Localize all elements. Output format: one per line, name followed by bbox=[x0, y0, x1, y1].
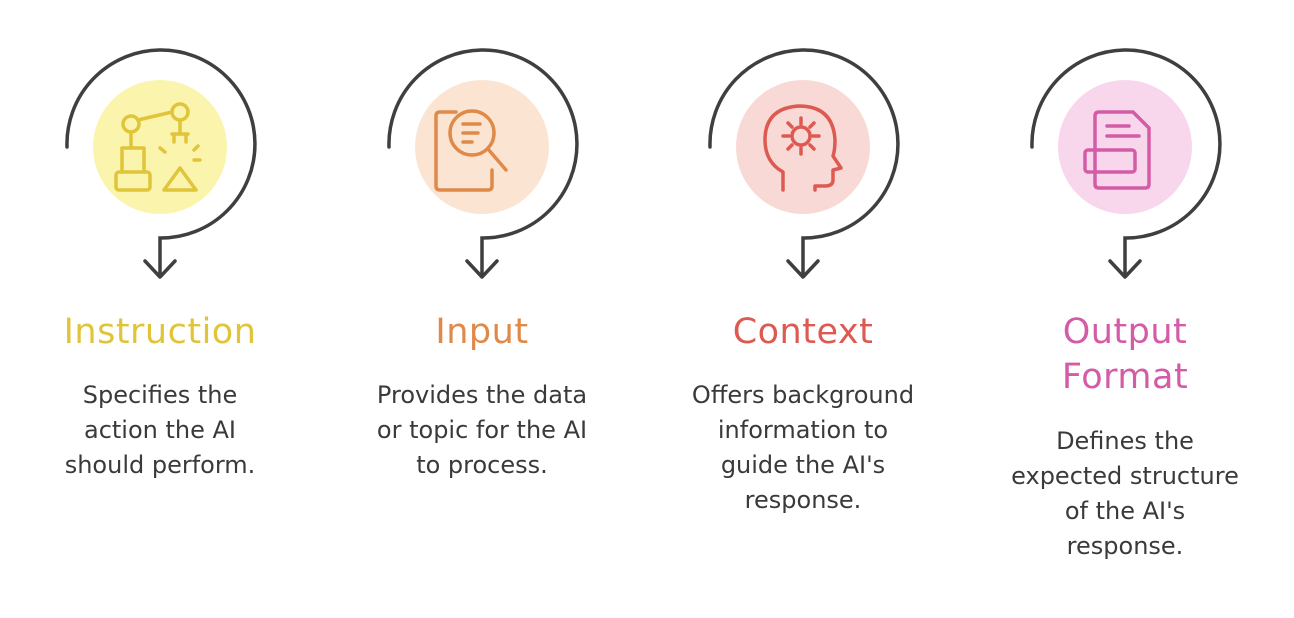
description-line: Specifies the bbox=[82, 381, 238, 409]
curved-arrow bbox=[1030, 48, 1222, 277]
step-title: Context bbox=[732, 312, 874, 352]
curved-arrow bbox=[65, 48, 257, 277]
icon-circle bbox=[1058, 80, 1192, 214]
format-document-icon bbox=[1083, 110, 1151, 190]
description-line: guide the AI's bbox=[720, 451, 886, 479]
description-line: information to bbox=[717, 416, 889, 444]
step-graphic bbox=[708, 48, 900, 279]
description-line: Defines the bbox=[1056, 427, 1194, 455]
description-line: to process. bbox=[416, 451, 548, 479]
step-instruction: Instruction Specifies the action the AI … bbox=[0, 0, 320, 618]
title-line: Format bbox=[1061, 357, 1189, 397]
arrow-head bbox=[786, 259, 820, 279]
curved-arrow bbox=[708, 48, 900, 277]
curved-arrow bbox=[387, 48, 579, 277]
description-line: expected structure bbox=[1011, 462, 1239, 490]
step-description: Specifies the action the AI should perfo… bbox=[0, 378, 320, 483]
description-line: Offers background bbox=[691, 381, 915, 409]
arrow-head bbox=[143, 259, 177, 279]
head-gear-icon bbox=[763, 104, 843, 192]
step-graphic bbox=[65, 48, 257, 279]
step-title: Instruction bbox=[63, 312, 257, 352]
step-description: Offers background information to guide t… bbox=[643, 378, 963, 518]
step-title: Output Format bbox=[965, 310, 1285, 400]
step-description: Provides the data or topic for the AI to… bbox=[322, 378, 642, 483]
arrow-head bbox=[1108, 259, 1142, 279]
robotic-arm-icon bbox=[114, 102, 202, 192]
step-graphic bbox=[1030, 48, 1222, 279]
description-line: action the AI bbox=[83, 416, 236, 444]
icon-circle bbox=[736, 80, 870, 214]
description-line: response. bbox=[1066, 532, 1184, 560]
description-line: should perform. bbox=[64, 451, 256, 479]
description-line: Provides the data bbox=[376, 381, 588, 409]
step-input: Input Provides the data or topic for the… bbox=[322, 0, 642, 618]
title-line: Output bbox=[1062, 312, 1188, 352]
description-line: response. bbox=[744, 486, 862, 514]
step-output-format: Output Format Defines the expected struc… bbox=[965, 0, 1285, 618]
document-search-icon bbox=[434, 109, 508, 192]
description-line: of the AI's bbox=[1064, 497, 1186, 525]
description-line: or topic for the AI bbox=[376, 416, 588, 444]
step-description: Defines the expected structure of the AI… bbox=[965, 424, 1285, 564]
step-title: Input bbox=[435, 312, 529, 352]
step-graphic bbox=[387, 48, 579, 279]
step-context: Context Offers background information to… bbox=[643, 0, 963, 618]
arrow-head bbox=[465, 259, 499, 279]
